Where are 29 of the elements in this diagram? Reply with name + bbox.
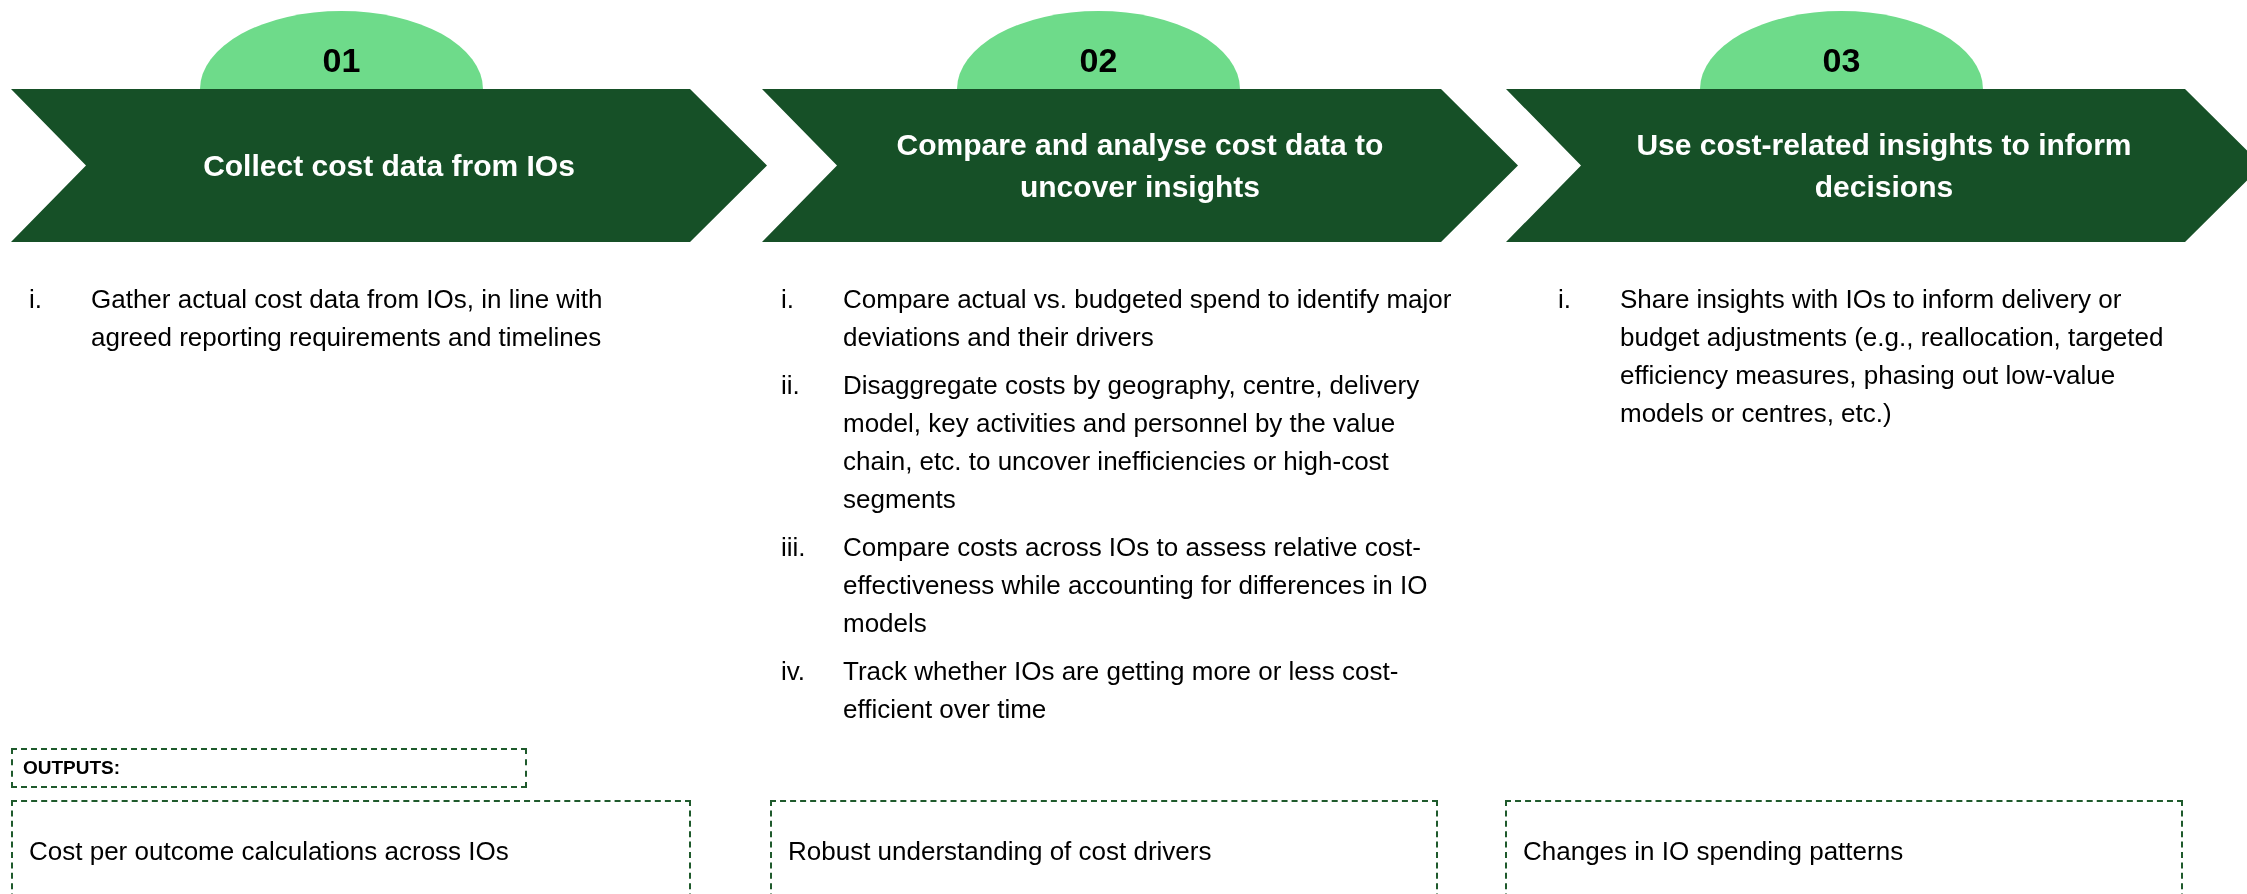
list-item-text: Compare costs across IOs to assess relative cost-effectiveness while accounting for differences in IO models [843, 531, 1429, 640]
list-item-text: Gather actual cost data from IOs, in line with agreed reporting requirements and timelines [91, 283, 604, 354]
list-numeral: iv. [781, 655, 807, 688]
step-number: 02 [1078, 41, 1119, 79]
step-number-dome [957, 11, 1240, 89]
outputs-heading: OUTPUTS: [23, 755, 121, 780]
list-item-text: Track whether IOs are getting more or less cost-efficient over time [843, 655, 1400, 726]
step-title: Compare and analyse cost data to uncover insights [895, 126, 1385, 205]
step-title: Collect cost data from IOs [203, 147, 575, 184]
chevron-step [11, 89, 767, 242]
output-text: Cost per outcome calculations across IOs [29, 836, 509, 866]
list-numeral: i. [781, 283, 795, 316]
list-item-text: Share insights with IOs to inform delivery or budget adjustments (e.g., reallocation, targeted efficiency measures, phasing out low-value models or centres, etc.) [1620, 283, 2165, 430]
step-number-dome [1700, 11, 1983, 89]
chevron-step [762, 89, 1518, 242]
step-number: 01 [321, 41, 362, 79]
list-item-text: Disaggregate costs by geography, centre, delivery model, key activities and personnel by the value chain, etc. to uncover inefficiencies or high-cost segments [843, 369, 1421, 516]
outputs-header-box [11, 748, 527, 788]
step-title: Use cost-related insights to inform decisions [1635, 126, 2133, 205]
list-numeral: iii. [781, 531, 807, 564]
output-text: Changes in IO spending patterns [1523, 836, 1904, 866]
chevron-step [1506, 89, 2247, 242]
list-numeral: i. [29, 283, 43, 316]
list-item-text: Compare actual vs. budgeted spend to identify major deviations and their drivers [843, 283, 1453, 354]
step-number: 03 [1821, 41, 1862, 79]
step-number-dome [200, 11, 483, 89]
list-numeral: ii. [781, 369, 801, 402]
list-numeral: i. [1558, 283, 1572, 316]
output-text: Robust understanding of cost drivers [788, 836, 1212, 866]
